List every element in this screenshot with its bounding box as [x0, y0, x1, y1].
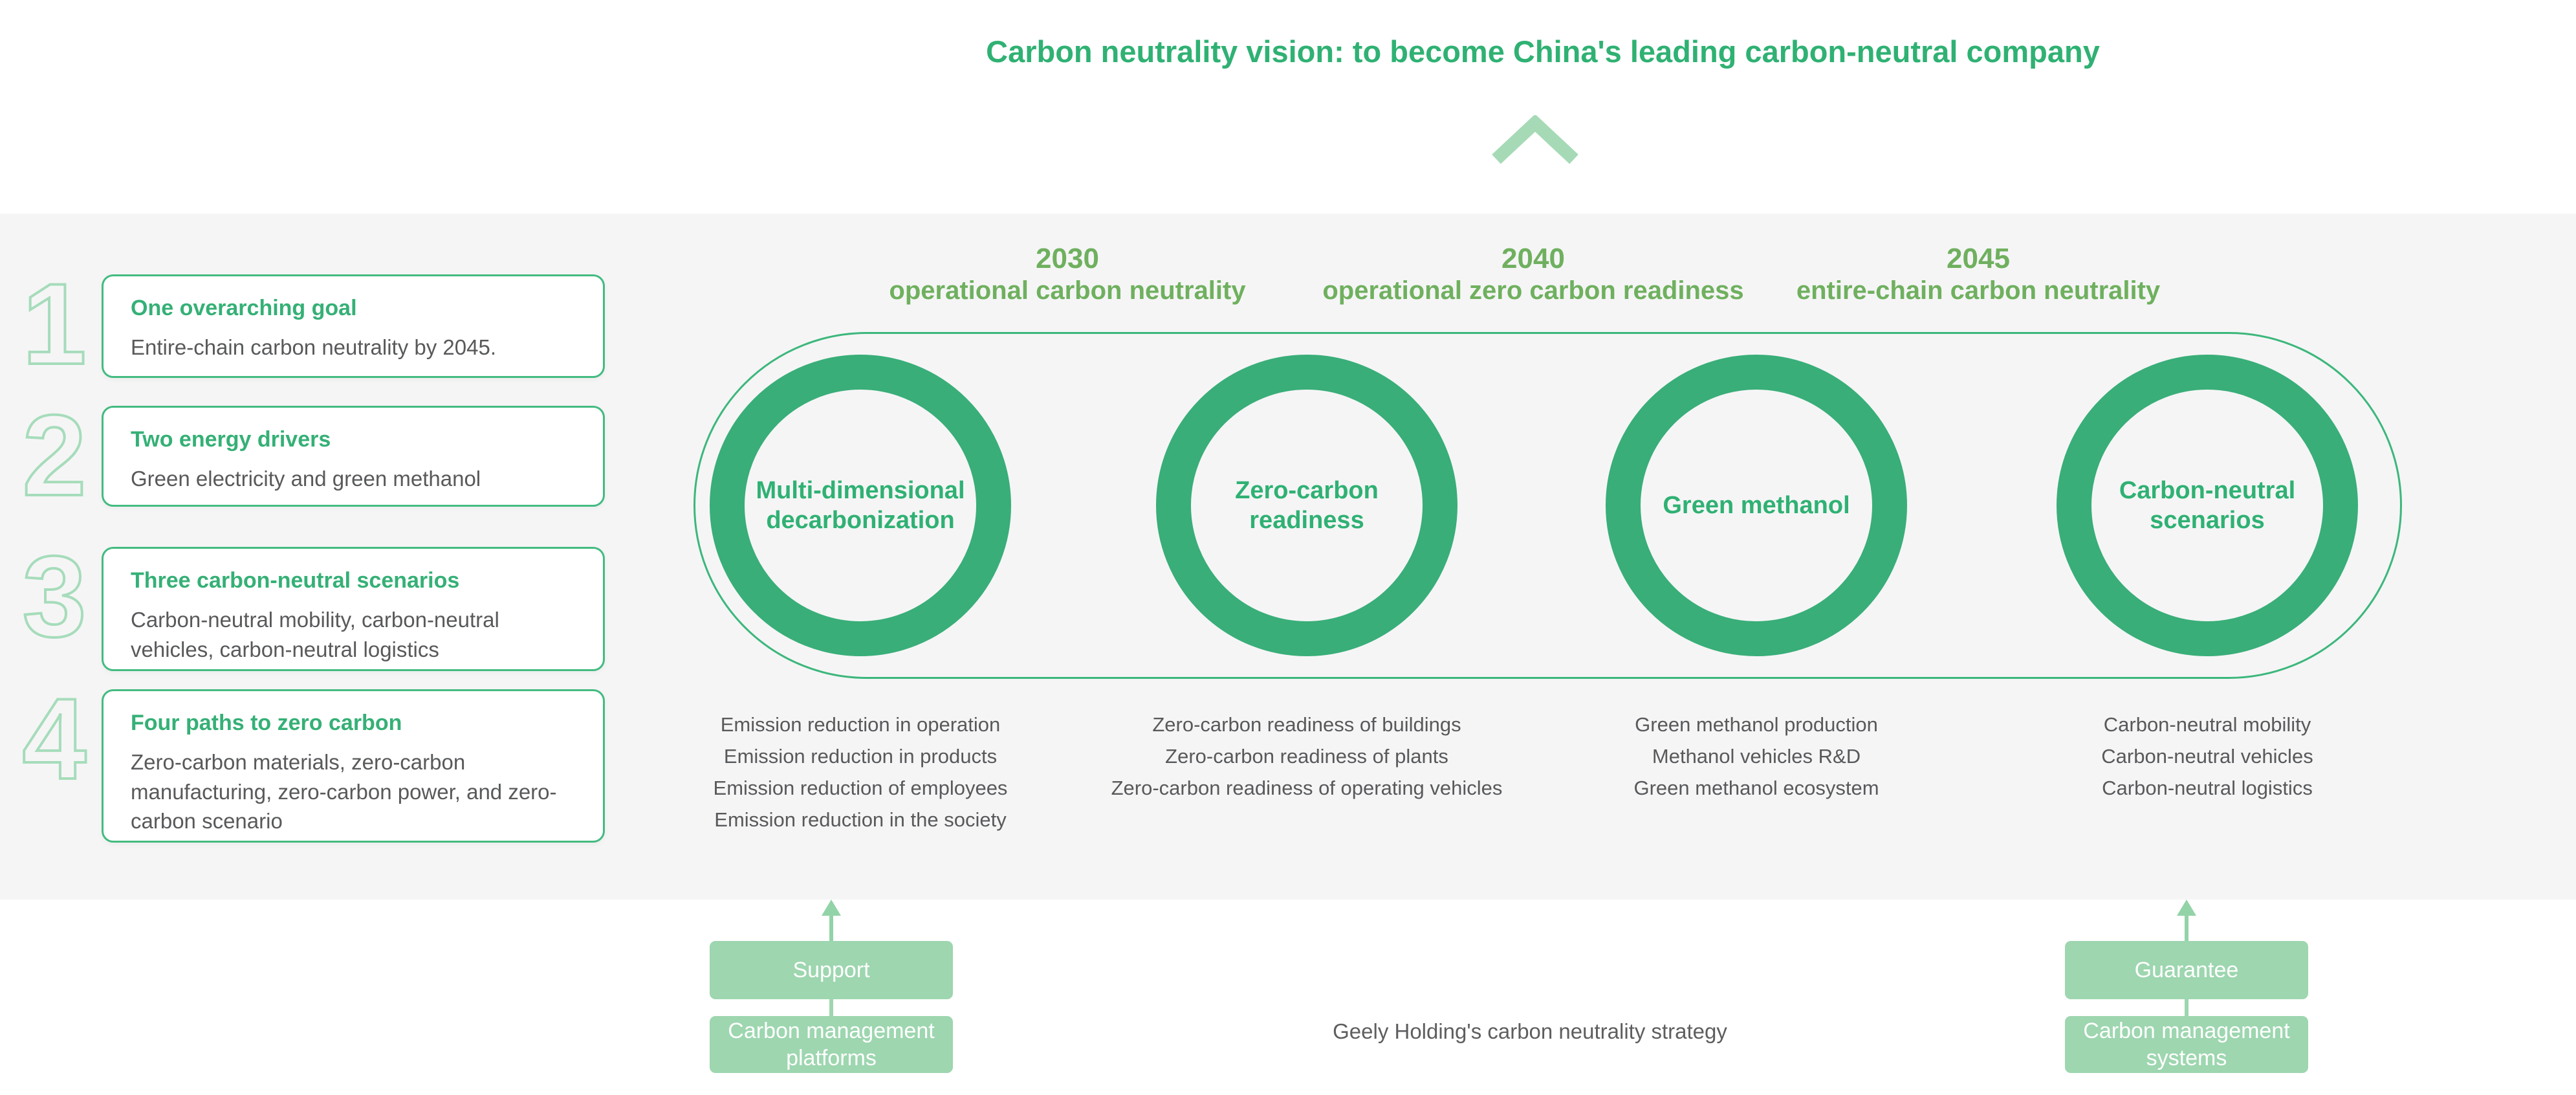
- milestone-year: 2040: [1501, 243, 1565, 274]
- pillar-circle-green-methanol: Green methanol: [1606, 355, 1907, 656]
- support-box: Support: [710, 941, 953, 999]
- goal-body: Green electricity and green methanol: [131, 467, 481, 491]
- pillar-list-carbon-neutral-scenarios: Carbon-neutral mobility Carbon-neutral v…: [1981, 709, 2434, 804]
- list-item: Zero-carbon readiness of plants: [1165, 745, 1448, 768]
- carbon-management-systems-box: Carbon management systems: [2065, 1016, 2308, 1073]
- pillar-title: Multi-dimensional decarbonization: [756, 476, 965, 534]
- carbon-management-platforms-box: Carbon management platforms: [710, 1016, 953, 1073]
- goal-card-two-energy-drivers: Two energy drivers Green electricity and…: [102, 406, 605, 507]
- goal-body: Entire-chain carbon neutrality by 2045.: [131, 335, 496, 359]
- goal-number-1: 1: [21, 260, 88, 388]
- milestone-label: entire-chain carbon neutrality: [1796, 276, 2161, 305]
- pillar-circle-zero-carbon-readiness: Zero-carbon readiness: [1156, 355, 1457, 656]
- figure-caption: Geely Holding's carbon neutrality strate…: [1333, 1019, 1727, 1043]
- list-item: Emission reduction of employees: [713, 777, 1008, 799]
- list-item: Carbon-neutral mobility: [2103, 713, 2311, 736]
- list-item: Green methanol production: [1635, 713, 1878, 736]
- list-item: Methanol vehicles R&D: [1652, 745, 1861, 768]
- goal-number-4: 4: [21, 674, 88, 803]
- goal-card-one-overarching-goal: One overarching goal Entire-chain carbon…: [102, 274, 605, 378]
- pillar-title: Carbon-neutral scenarios: [2119, 476, 2296, 534]
- arrow-up-icon: [817, 900, 846, 941]
- goal-card-three-carbon-neutral-scenarios: Three carbon-neutral scenarios Carbon-ne…: [102, 547, 605, 671]
- chevron-up-icon: [1490, 114, 1580, 164]
- milestone-label: operational carbon neutrality: [889, 276, 1246, 305]
- milestone-2040: 2040 operational zero carbon readiness: [1274, 242, 1792, 305]
- pillar-circle-carbon-neutral-scenarios: Carbon-neutral scenarios: [2057, 355, 2358, 656]
- list-item: Carbon-neutral logistics: [2102, 777, 2313, 799]
- list-item: Emission reduction in the society: [714, 808, 1007, 831]
- goal-number-2: 2: [21, 391, 88, 520]
- goal-number-3: 3: [21, 532, 88, 661]
- goal-title: Three carbon-neutral scenarios: [131, 568, 460, 593]
- milestone-year: 2030: [1036, 243, 1099, 274]
- pillar-title: Green methanol: [1663, 491, 1850, 519]
- list-item: Carbon-neutral vehicles: [2101, 745, 2313, 768]
- pillar-circle-multi-dimensional-decarbonization: Multi-dimensional decarbonization: [710, 355, 1011, 656]
- list-item: Emission reduction in products: [723, 745, 998, 768]
- goal-card-four-paths-to-zero-carbon: Four paths to zero carbon Zero-carbon ma…: [102, 689, 605, 843]
- list-item: Zero-carbon readiness of buildings: [1152, 713, 1461, 736]
- guarantee-box: Guarantee: [2065, 941, 2308, 999]
- milestone-2045: 2045 entire-chain carbon neutrality: [1719, 242, 2237, 305]
- page-title: Carbon neutrality vision: to become Chin…: [986, 34, 2100, 69]
- guarantee-connector-line: [2185, 998, 2189, 1017]
- pillar-stadium-outline: [693, 332, 2402, 679]
- goal-body: Carbon-neutral mobility, carbon-neutral …: [131, 608, 499, 661]
- pillar-list-decarbonization: Emission reduction in operation Emission…: [634, 709, 1087, 835]
- goal-body: Zero-carbon materials, zero-carbon manuf…: [131, 750, 557, 834]
- milestone-year: 2045: [1947, 243, 2010, 274]
- goal-title: One overarching goal: [131, 296, 357, 320]
- pillar-list-green-methanol: Green methanol production Methanol vehic…: [1530, 709, 1983, 804]
- list-item: Emission reduction in operation: [720, 713, 1001, 736]
- milestone-2030: 2030 operational carbon neutrality: [809, 242, 1326, 305]
- arrow-up-icon: [2172, 900, 2201, 941]
- goal-title: Four paths to zero carbon: [131, 711, 402, 735]
- list-item: Zero-carbon readiness of operating vehic…: [1111, 777, 1503, 799]
- support-connector-line: [829, 998, 833, 1017]
- list-item: Green methanol ecosystem: [1633, 777, 1879, 799]
- pillar-list-zero-carbon-readiness: Zero-carbon readiness of buildings Zero-…: [1080, 709, 1533, 804]
- goal-title: Two energy drivers: [131, 427, 331, 452]
- pillar-title: Zero-carbon readiness: [1235, 476, 1379, 534]
- milestone-label: operational zero carbon readiness: [1322, 276, 1744, 305]
